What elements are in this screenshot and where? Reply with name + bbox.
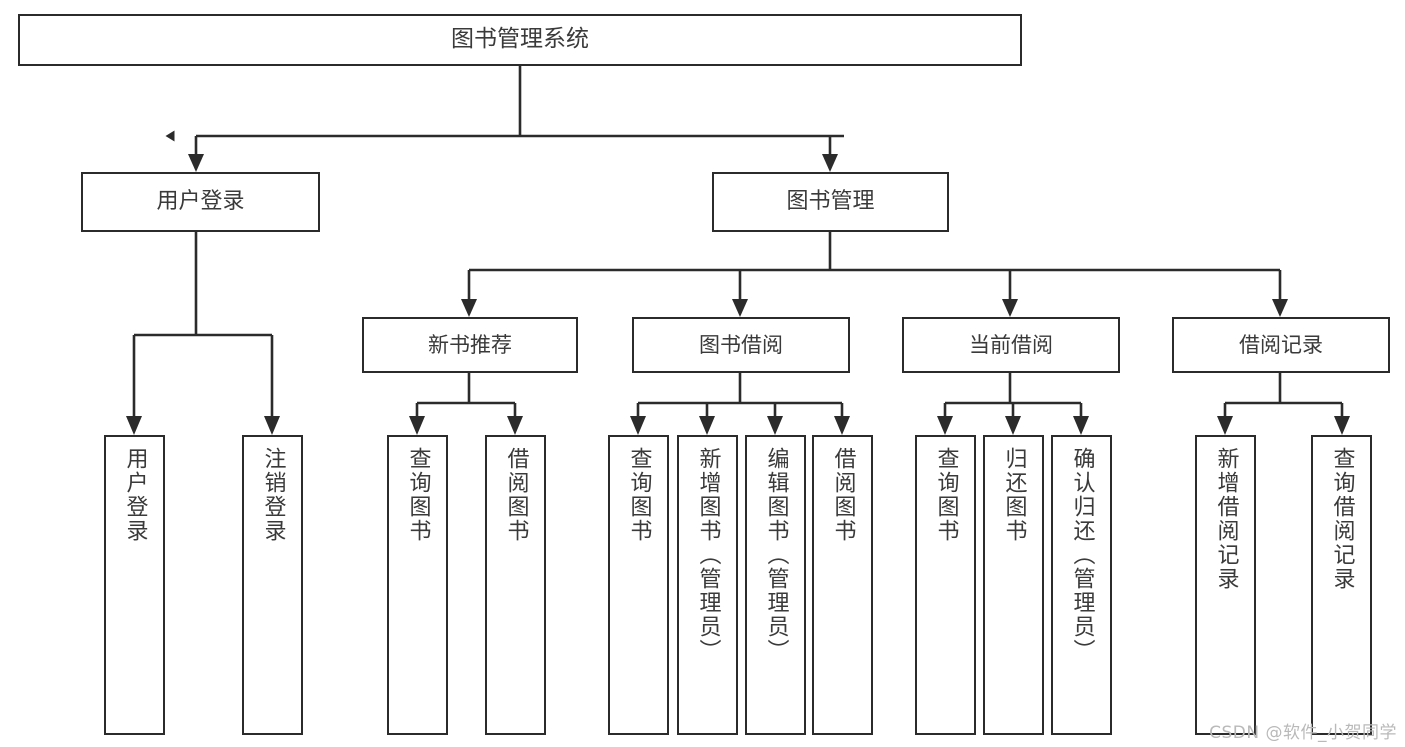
node-leaf-user-login[interactable]: 用户登录: [104, 435, 165, 735]
arrowhead-query-book-3: [937, 416, 953, 435]
node-leaf-add-record[interactable]: 新增借阅记录: [1195, 435, 1256, 735]
arrowhead-confirm-return: [1073, 416, 1089, 435]
node-new-book-recommend-label: 新书推荐: [428, 332, 512, 357]
node-user-login[interactable]: 用户登录: [81, 172, 320, 232]
arrowhead-borrow-book-2: [834, 416, 850, 435]
node-leaf-add-record-label: 新增借阅记录: [1213, 447, 1239, 591]
node-book-manage-label: 图书管理: [786, 189, 875, 215]
node-root-label: 图书管理系统: [451, 26, 589, 53]
node-leaf-user-login-label: 用户登录: [122, 447, 148, 543]
arrowhead-query-book-2: [630, 416, 646, 435]
node-leaf-confirm-return-label: 确认归还（管理员）: [1069, 447, 1095, 663]
node-leaf-borrow-book-1[interactable]: 借阅图书: [485, 435, 546, 735]
arrowhead-return-book: [1005, 416, 1021, 435]
node-leaf-borrow-book-1-label: 借阅图书: [503, 447, 529, 543]
node-leaf-query-book-3-label: 查询图书: [933, 447, 959, 543]
node-leaf-edit-book[interactable]: 编辑图书（管理员）: [745, 435, 806, 735]
node-leaf-edit-book-label: 编辑图书（管理员）: [763, 447, 789, 663]
arrowhead-query-book-1: [409, 416, 425, 435]
node-leaf-query-record[interactable]: 查询借阅记录: [1311, 435, 1372, 735]
node-leaf-borrow-book-2-label: 借阅图书: [830, 447, 856, 543]
node-root[interactable]: 图书管理系统: [18, 14, 1022, 66]
node-book-borrow-label: 图书借阅: [699, 332, 783, 357]
arrowhead-book-borrow: [732, 299, 748, 317]
arrowhead-add-record: [1217, 416, 1233, 435]
node-current-borrow-label: 当前借阅: [969, 332, 1053, 357]
arrowhead-borrow-record: [1272, 299, 1288, 317]
node-leaf-add-book-label: 新增图书（管理员）: [695, 447, 721, 663]
arrowhead-query-record: [1334, 416, 1350, 435]
node-leaf-query-book-2-label: 查询图书: [626, 447, 652, 543]
node-leaf-query-book-2[interactable]: 查询图书: [608, 435, 669, 735]
node-borrow-record[interactable]: 借阅记录: [1172, 317, 1390, 373]
node-current-borrow[interactable]: 当前借阅: [902, 317, 1120, 373]
node-user-login-label: 用户登录: [156, 189, 245, 215]
node-leaf-query-book-1-label: 查询图书: [405, 447, 431, 543]
node-new-book-recommend[interactable]: 新书推荐: [362, 317, 578, 373]
watermark-text: CSDN @软件_小贺同学: [1209, 723, 1397, 743]
node-borrow-record-label: 借阅记录: [1239, 332, 1323, 357]
node-leaf-query-book-3[interactable]: 查询图书: [915, 435, 976, 735]
arrowhead-leaf-logout: [264, 416, 280, 435]
node-leaf-logout-login-label: 注销登录: [260, 447, 286, 543]
node-leaf-add-book[interactable]: 新增图书（管理员）: [677, 435, 738, 735]
node-leaf-query-book-1[interactable]: 查询图书: [387, 435, 448, 735]
arrowhead-leaf-user-login: [126, 416, 142, 435]
node-book-manage[interactable]: 图书管理: [712, 172, 949, 232]
node-leaf-return-book-label: 归还图书: [1001, 447, 1027, 543]
arrowhead-edit-book: [767, 416, 783, 435]
arrowhead-book-manage: [822, 154, 838, 172]
arrowhead-borrow-book-1: [507, 416, 523, 435]
node-leaf-return-book[interactable]: 归还图书: [983, 435, 1044, 735]
arrowhead-current-borrow: [1002, 299, 1018, 317]
node-leaf-confirm-return[interactable]: 确认归还（管理员）: [1051, 435, 1112, 735]
node-leaf-borrow-book-2[interactable]: 借阅图书: [812, 435, 873, 735]
node-leaf-query-record-label: 查询借阅记录: [1329, 447, 1355, 591]
node-leaf-logout-login[interactable]: 注销登录: [242, 435, 303, 735]
arrowhead-add-book: [699, 416, 715, 435]
node-book-borrow[interactable]: 图书借阅: [632, 317, 850, 373]
arrowhead-user-login: [188, 154, 204, 172]
arrowhead-new-book: [461, 299, 477, 317]
